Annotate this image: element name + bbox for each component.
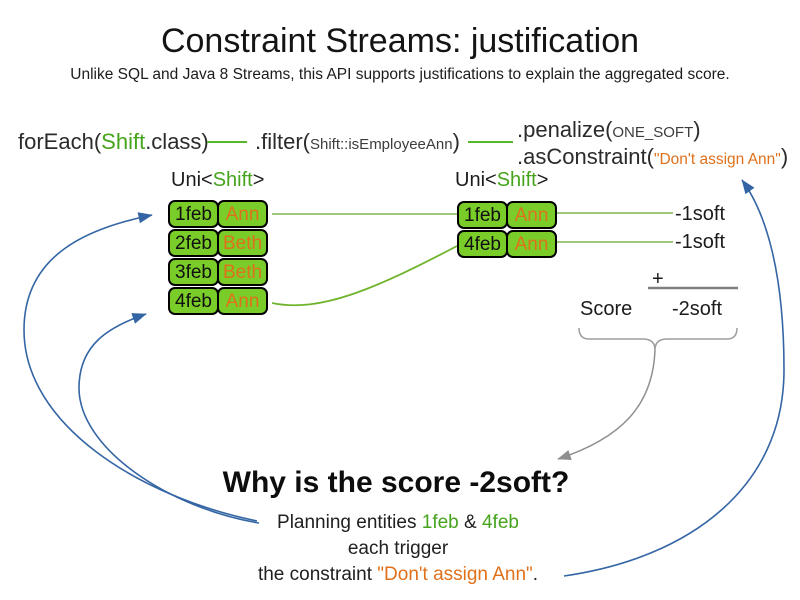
expl-prefix: Planning entities [277,512,422,533]
code-penalize-suffix: ) [693,117,701,142]
shift-date-cell: 4feb [168,287,219,315]
row-score-2: -1soft [675,231,726,253]
table-row: 4feb Ann [168,287,268,315]
score-label: Score [580,298,633,320]
expl-constraint-suffix: . [532,564,539,585]
code-as-constraint: .asConstraint("Don't assign Ann") [517,146,788,168]
uni-shift-label-left: Uni<Shift> [171,170,264,190]
code-penalize-arg: ONE_SOFT [612,124,694,141]
uni-left-suffix: > [252,169,265,191]
code-foreach-class: Shift [101,129,146,154]
code-penalize-prefix: .penalize( [517,117,613,142]
score-total: -2soft [672,298,723,320]
uni-left-type: Shift [212,169,253,191]
uni-right-prefix: Uni< [455,169,497,191]
table-row: 1feb Ann [457,201,557,229]
green-connector-4feb [271,245,458,307]
code-filter-suffix: ) [452,129,460,154]
table-row: 1feb Ann [168,200,268,228]
code-as-constraint-arg: "Don't assign Ann" [653,151,781,168]
why-heading: Why is the score -2soft? [222,466,570,499]
expl-constraint-prefix: the constraint [257,564,378,585]
code-foreach-prefix: forEach( [18,129,102,154]
shift-employee-cell: Beth [217,229,268,257]
code-filter-prefix: .filter( [255,129,310,154]
uni-right-suffix: > [536,169,549,191]
shift-table-filtered: 1feb Ann 4feb Ann [457,201,557,259]
code-filter-arg-class: Shift [310,136,341,153]
shift-table-all: 1feb Ann 2feb Beth 3feb Beth 4feb Ann [168,200,268,316]
code-as-constraint-suffix: ) [780,144,789,169]
uni-left-prefix: Uni< [171,169,213,191]
code-foreach-suffix: .class) [145,129,209,154]
expl-entity-4feb: 4feb [481,512,519,533]
expl-ampersand: & [458,512,482,533]
explanation-line-trigger: each trigger [347,538,449,559]
shift-employee-cell: Ann [217,200,268,228]
shift-date-cell: 1feb [168,200,219,228]
gray-arrow-to-why-icon [557,349,656,461]
explanation-line-constraint: the constraint "Don't assign Ann". [0,565,796,584]
expl-entity-1feb: 1feb [421,512,459,533]
shift-date-cell: 4feb [457,230,508,258]
shift-date-cell: 2feb [168,229,219,257]
shift-date-cell: 3feb [168,258,219,286]
shift-employee-cell: Ann [506,201,557,229]
code-filter: .filter(Shift::isEmployeeAnn) [255,131,460,153]
table-row: 2feb Beth [168,229,268,257]
table-row: 4feb Ann [457,230,557,258]
uni-right-type: Shift [496,169,537,191]
plus-sign: + [652,268,664,290]
code-as-constraint-prefix: .asConstraint( [517,144,654,169]
row-score-1: -1soft [675,203,726,225]
explanation-line-entities: Planning entities 1feb & 4feb [0,513,796,532]
score-brace [578,327,738,351]
uni-shift-label-right: Uni<Shift> [455,170,548,190]
page-subtitle: Unlike SQL and Java 8 Streams, this API … [70,66,730,83]
shift-employee-cell: Ann [217,287,268,315]
shift-date-cell: 1feb [457,201,508,229]
shift-employee-cell: Ann [506,230,557,258]
page-title: Constraint Streams: justification [160,22,640,60]
code-filter-arg-method: ::isEmployeeAnn [340,136,453,153]
table-row: 3feb Beth [168,258,268,286]
code-foreach: forEach(Shift.class) [18,131,209,153]
shift-employee-cell: Beth [217,258,268,286]
expl-constraint-name: "Don't assign Ann" [377,564,533,585]
code-penalize: .penalize(ONE_SOFT) [517,119,701,141]
